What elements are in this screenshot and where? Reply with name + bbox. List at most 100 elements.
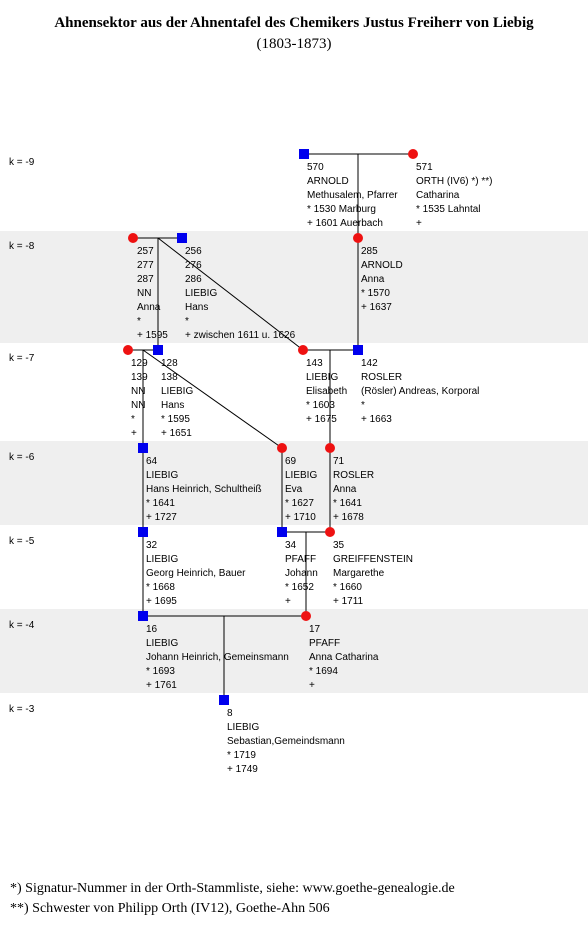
person-line: + 1601 Auerbach — [307, 218, 383, 229]
person-line: + 1710 — [285, 512, 316, 523]
person-line: + 1727 — [146, 512, 177, 523]
person-line: 8 — [227, 708, 233, 719]
person-line: 69 — [285, 456, 297, 467]
person-line: LIEBIG — [306, 372, 339, 383]
male-marker-128 — [153, 345, 163, 355]
person-line: 256 — [185, 246, 202, 257]
person-line: NN — [131, 400, 146, 411]
person-line: * 1652 — [285, 582, 314, 593]
person-line: Elisabeth — [306, 386, 348, 397]
person-line: (Rösler) Andreas, Korporal — [361, 386, 480, 397]
person-line: ARNOLD — [361, 260, 403, 271]
person-line: Methusalem, Pfarrer — [307, 190, 398, 201]
generation-label-k-8: k = -8 — [9, 241, 35, 252]
person-line: + 1651 — [161, 428, 192, 439]
person-line: + — [131, 428, 137, 439]
person-line: 34 — [285, 540, 297, 551]
person-line: 257 — [137, 246, 154, 257]
person-line: LIEBIG — [227, 722, 260, 733]
female-marker-35 — [325, 527, 335, 537]
person-line: Hans — [161, 400, 185, 411]
person-line: * 1668 — [146, 582, 175, 593]
person-line: ROSLER — [361, 372, 403, 383]
person-line: * 1719 — [227, 750, 256, 761]
male-marker-64 — [138, 443, 148, 453]
female-marker-143 — [298, 345, 308, 355]
male-marker-570 — [299, 149, 309, 159]
person-line: * 1570 — [361, 288, 390, 299]
person-line: Anna Catharina — [309, 652, 379, 663]
person-line: + — [309, 680, 315, 691]
person-line: + 1637 — [361, 302, 392, 313]
person-line: * 1641 — [146, 498, 175, 509]
person-line: 35 — [333, 540, 345, 551]
person-line: NN — [137, 288, 152, 299]
descent-line — [142, 349, 283, 449]
female-marker-69 — [277, 443, 287, 453]
person-line: 142 — [361, 358, 378, 369]
female-marker-129 — [123, 345, 133, 355]
chart-title: Ahnensektor aus der Ahnentafel des Chemi… — [54, 15, 534, 31]
person-line: Johann Heinrich, Gemeinsmann — [146, 652, 289, 663]
person-line: * 1627 — [285, 498, 314, 509]
male-marker-256 — [177, 233, 187, 243]
footnote-2: **) Schwester von Philipp Orth (IV12), G… — [10, 901, 330, 916]
generation-band — [0, 441, 588, 525]
person-line: LIEBIG — [146, 470, 179, 481]
person-line: GREIFFENSTEIN — [333, 554, 414, 565]
person-line: PFAFF — [309, 638, 341, 649]
person-line: LIEBIG — [185, 288, 218, 299]
person-line: LIEBIG — [146, 638, 179, 649]
generation-label-k-3: k = -3 — [9, 704, 35, 715]
person-line: LIEBIG — [161, 386, 194, 397]
person-line: NN — [131, 386, 146, 397]
person-line: 138 — [161, 372, 178, 383]
person-line: 64 — [146, 456, 158, 467]
person-line: * 1535 Lahntal — [416, 204, 481, 215]
generation-label-k-6: k = -6 — [9, 452, 35, 463]
person-line: * — [361, 400, 365, 411]
footnote-1: *) Signatur-Nummer in der Orth-Stammlist… — [10, 881, 455, 896]
person-line: 571 — [416, 162, 433, 173]
person-line: + 1678 — [333, 512, 364, 523]
person-line: * — [131, 414, 135, 425]
person-line: 32 — [146, 540, 158, 551]
person-line: 128 — [161, 358, 178, 369]
person-line: * — [185, 316, 189, 327]
person-line: + — [285, 596, 291, 607]
male-marker-32 — [138, 527, 148, 537]
person-line: Catharina — [416, 190, 460, 201]
person-line: Eva — [285, 484, 303, 495]
person-line: Hans Heinrich, Schultheiß — [146, 484, 262, 495]
male-marker-34 — [277, 527, 287, 537]
female-marker-71 — [325, 443, 335, 453]
person-line: + 1761 — [146, 680, 177, 691]
person-line: + 1675 — [306, 414, 337, 425]
person-line: + 1663 — [361, 414, 392, 425]
person-line: LIEBIG — [146, 554, 179, 565]
person-line: ARNOLD — [307, 176, 349, 187]
person-line: * 1530 Marburg — [307, 204, 376, 215]
person-line: ORTH (IV6) *) **) — [416, 176, 493, 187]
person-line: 16 — [146, 624, 158, 635]
female-marker-17 — [301, 611, 311, 621]
person-line: 277 — [137, 260, 154, 271]
person-line: 276 — [185, 260, 202, 271]
generation-band — [0, 609, 588, 693]
person-line: * 1693 — [146, 666, 175, 677]
descent-line — [157, 237, 304, 351]
generation-band — [0, 231, 588, 343]
person-line: 287 — [137, 274, 154, 285]
chart-subtitle: (1803-1873) — [256, 36, 332, 52]
person-line: + 1695 — [146, 596, 177, 607]
